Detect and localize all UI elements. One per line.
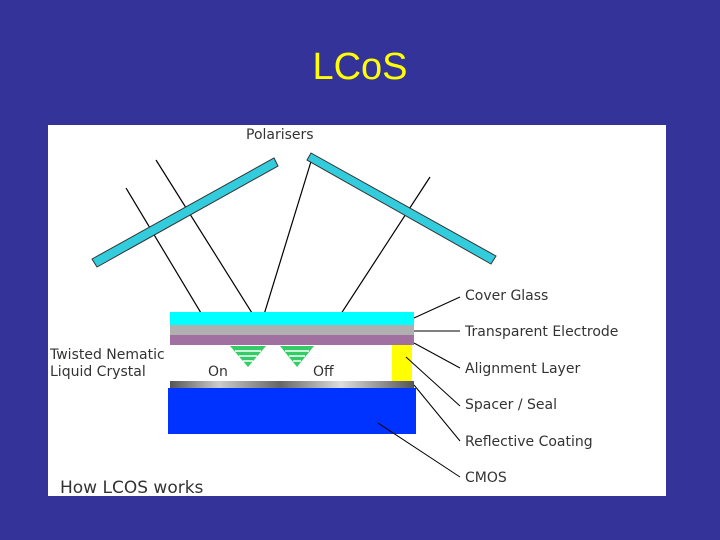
layer-label-spacer-seal: Spacer / Seal	[465, 397, 557, 413]
spacer-seal	[392, 345, 412, 381]
leader-reflective	[413, 384, 461, 442]
on-label: On	[208, 364, 228, 380]
lcos-diagram: Polarisers Twisted Nematic Liquid Crysta…	[48, 125, 666, 496]
lcos-diagram-svg: Polarisers Twisted Nematic Liquid Crysta…	[49, 127, 618, 496]
cmos-layer	[168, 388, 416, 434]
layer-labels: Cover Glass Transparent Electrode Alignm…	[464, 288, 618, 486]
leader-cmos	[377, 422, 461, 478]
polarisers-label: Polarisers	[246, 127, 314, 143]
reflective-coating-layer	[170, 381, 414, 388]
leader-spacer	[405, 356, 461, 407]
layer-label-transparent-electrode: Transparent Electrode	[464, 324, 618, 340]
diagram-caption: How LCOS works	[60, 478, 204, 496]
layer-label-cover-glass: Cover Glass	[465, 288, 548, 304]
off-label: Off	[313, 364, 334, 380]
lc-off-crystal	[280, 346, 314, 367]
polarisers	[91, 152, 497, 268]
layer-label-cmos: CMOS	[465, 470, 507, 486]
polariser-left	[91, 157, 279, 268]
layer-label-reflective-coating: Reflective Coating	[465, 434, 593, 450]
leader-lines	[377, 296, 461, 478]
layer-label-alignment-layer: Alignment Layer	[465, 361, 580, 377]
alignment-layer	[170, 335, 414, 345]
layer-stack	[168, 312, 416, 434]
slide-title: LCoS	[312, 46, 408, 88]
transparent-electrode-layer	[170, 325, 414, 335]
twisted-nematic-label: Twisted Nematic	[49, 347, 165, 363]
lc-on-crystal	[230, 346, 266, 367]
cover-glass-layer	[170, 312, 414, 325]
leader-cover-glass	[413, 296, 461, 319]
liquid-crystal-label: Liquid Crystal	[50, 364, 146, 380]
polariser-right	[306, 152, 497, 265]
leader-alignment	[413, 342, 461, 369]
